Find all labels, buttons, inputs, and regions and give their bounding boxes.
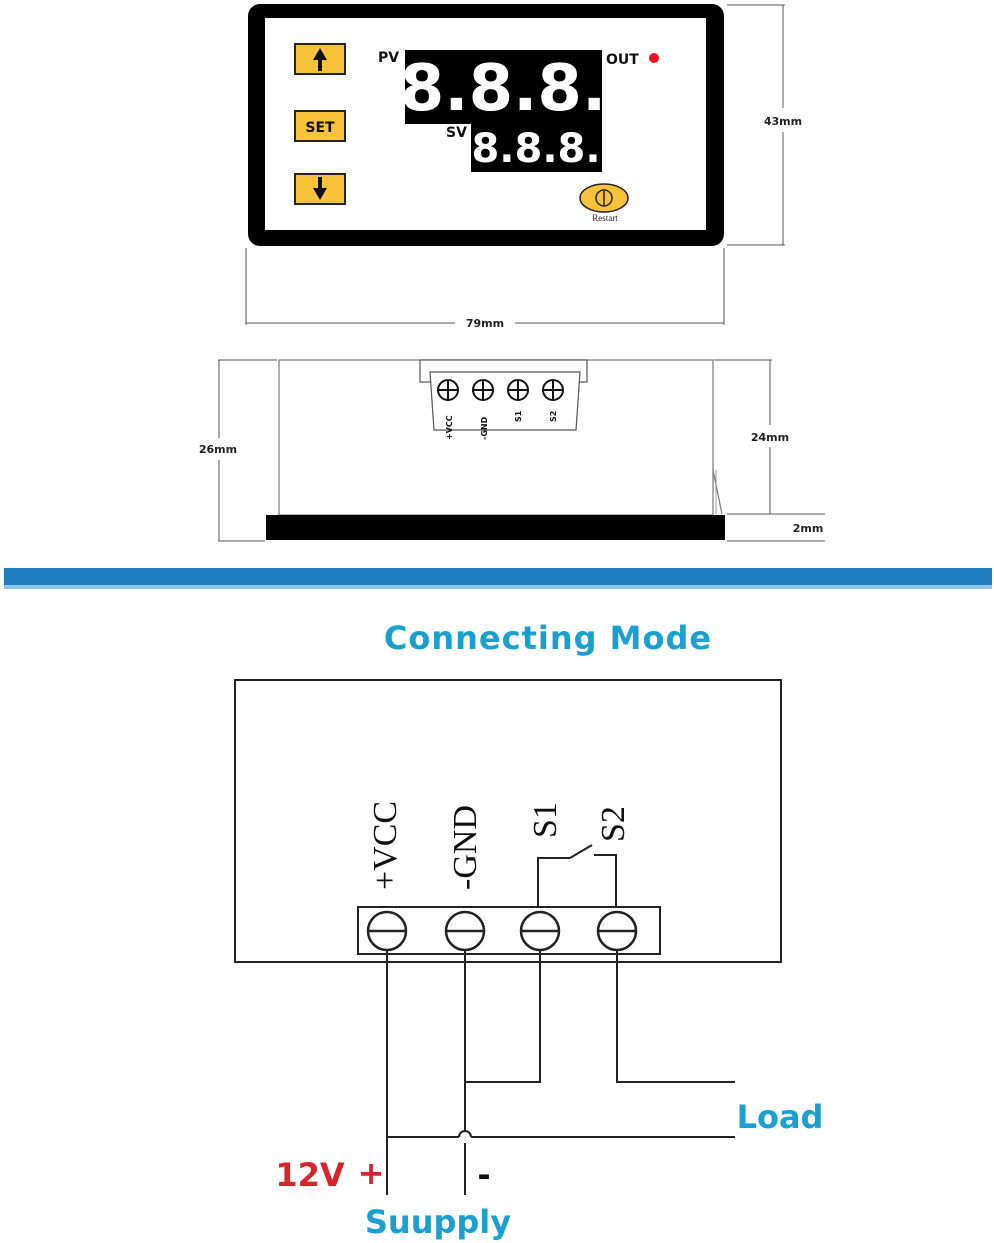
set-button[interactable]: SET [294,110,346,142]
supply-minus-label: - [477,1156,490,1194]
load-label: Load [737,1098,824,1136]
wiring-diagram: +VCC -GND S1 S2 [234,679,782,1195]
side-terminal-s1: S1 [514,410,523,422]
side-terminal-vcc: +VCC [445,415,454,440]
supply-plus-label: + [358,1154,385,1192]
connecting-mode-title: Connecting Mode [384,619,712,657]
relay-switch-symbol [537,844,617,908]
side-view: 26mm 24mm 2mm +VCC -GND S1 S2 [199,359,825,542]
body-depth-dimension: 24mm [751,431,789,444]
pv-display-value: 8.8.8. [400,52,607,126]
bezel-dimension: 2mm [793,522,824,535]
supply-label: Suupply [365,1203,511,1241]
out-label: OUT [606,52,639,68]
sv-label: SV [446,125,467,141]
width-dimension: 79mm [466,317,504,330]
sv-display [471,124,602,172]
restart-label: Restart [592,213,618,223]
height-dimension: 43mm [764,115,802,128]
voltage-label: 12V [275,1156,345,1194]
terminal-screws [366,910,638,952]
terminal-label-s1: S1 [527,802,564,838]
pv-label: PV [378,50,399,66]
restart-button[interactable]: Restart [579,183,629,223]
terminal-label-vcc: +VCC [367,801,404,890]
front-view: 43mm 79mm SET PV OUT SV 8.8.8. 8.8. [245,4,802,330]
side-terminal-gnd: -GND [480,416,489,440]
sv-display-value: 8.8.8. [471,126,600,172]
terminal-label-gnd: -GND [447,805,484,890]
terminal-label-s2: S2 [595,806,632,842]
wires [386,950,735,1195]
section-divider [4,568,992,585]
arrow-down-icon [313,177,327,200]
set-button-label: SET [305,120,335,136]
total-depth-dimension: 26mm [199,443,237,456]
power-icon [595,189,613,207]
side-terminal-screws [437,379,564,401]
pv-display [405,50,602,124]
out-led-indicator [649,53,659,63]
up-button[interactable] [294,43,346,75]
side-bezel [266,515,725,540]
arrow-up-icon [313,48,327,71]
down-button[interactable] [294,173,346,205]
side-terminal-s2: S2 [549,411,558,422]
side-terminal-block [429,371,581,431]
